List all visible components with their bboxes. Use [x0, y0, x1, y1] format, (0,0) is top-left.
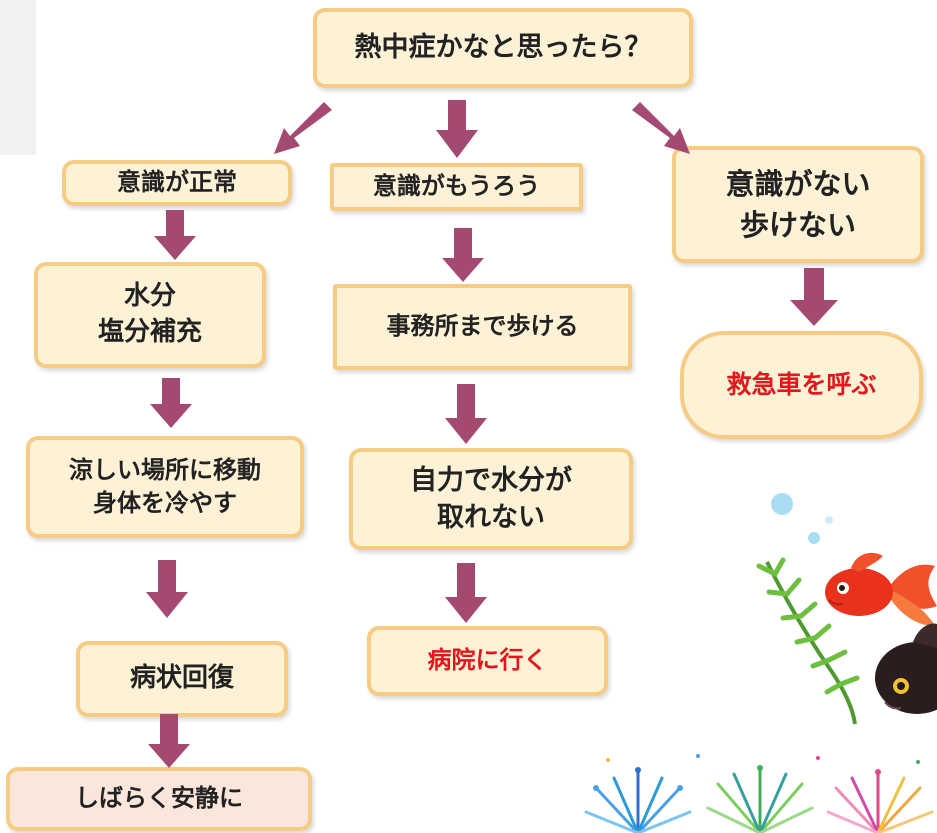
arrow-left-4 — [148, 714, 190, 768]
conscious-normal-box: 意識が正常 — [62, 160, 292, 206]
cool-down-box: 涼しい場所に移動 身体を冷やす — [26, 436, 304, 538]
walk-to-office-label: 事務所まで歩ける — [386, 312, 579, 341]
cool-down-label: 涼しい場所に移動 身体を冷やす — [69, 455, 261, 517]
arrow-right-1 — [790, 268, 838, 326]
call-ambulance-label: 救急車を呼ぶ — [726, 369, 877, 399]
rest-box: しばらく安静に — [6, 767, 312, 831]
conscious-normal-label: 意識が正常 — [117, 168, 237, 197]
bubble-icon — [771, 493, 793, 515]
cannot-hydrate-box: 自力で水分が 取れない — [349, 448, 633, 550]
arrow-middle-1 — [442, 228, 484, 282]
bubble-icon — [825, 516, 833, 524]
start-label: 熱中症かなと思ったら？ — [354, 32, 652, 64]
walk-to-office-box: 事務所まで歩ける — [333, 284, 632, 370]
fireworks-illustration — [578, 742, 937, 833]
goldfish-illustration — [717, 462, 937, 740]
hydrate-label: 水分 塩分補充 — [97, 281, 202, 347]
firework-green-icon — [706, 765, 814, 833]
arrow-left-3 — [146, 560, 188, 618]
go-to-hospital-label: 病院に行く — [427, 646, 548, 675]
arrow-middle-2 — [445, 384, 487, 444]
unconscious-box: 意識がない 歩けない — [672, 146, 924, 263]
call-ambulance-box: 救急車を呼ぶ — [680, 331, 923, 439]
firework-pink-icon — [826, 769, 934, 833]
arrow-start-to-left — [274, 102, 332, 154]
recovery-label: 病状回復 — [129, 663, 234, 694]
sparkle-dots-icon — [606, 754, 920, 764]
conscious-drowsy-box: 意識がもうろう — [330, 163, 583, 211]
water-weed-icon — [756, 557, 860, 725]
start-box: 熱中症かなと思ったら？ — [313, 8, 693, 88]
rest-label: しばらく安静に — [75, 784, 243, 813]
arrow-start-to-right — [632, 102, 690, 154]
conscious-drowsy-label: 意識がもうろう — [372, 172, 541, 201]
black-goldfish-icon — [875, 623, 937, 714]
arrow-left-1 — [154, 210, 196, 260]
unconscious-label: 意識がない 歩けない — [725, 167, 871, 242]
red-goldfish-icon — [825, 552, 937, 626]
arrow-left-2 — [150, 378, 192, 428]
arrow-middle-3 — [445, 563, 487, 623]
arrow-start-to-middle — [436, 100, 478, 158]
hydrate-box: 水分 塩分補充 — [34, 262, 266, 368]
firework-blue-icon — [584, 767, 692, 833]
background-edge-shape — [0, 0, 36, 155]
go-to-hospital-box: 病院に行く — [367, 626, 608, 696]
cannot-hydrate-label: 自力で水分が 取れない — [410, 464, 572, 533]
recovery-box: 病状回復 — [76, 641, 288, 717]
bubble-icon — [808, 532, 820, 544]
